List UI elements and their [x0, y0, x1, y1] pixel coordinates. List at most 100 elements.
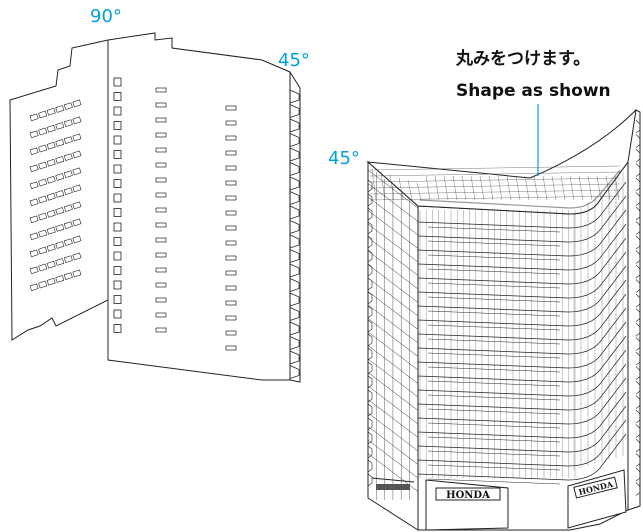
roof-grid-line — [587, 175, 593, 201]
left-flap-outline — [9, 39, 109, 341]
cutout-window-mark — [155, 297, 167, 303]
front-floor-band — [417, 405, 627, 453]
flap-window — [63, 255, 73, 264]
flap-window — [55, 190, 65, 198]
flap-window — [46, 226, 56, 235]
flap-window — [72, 167, 82, 176]
flap-window-strip — [29, 116, 82, 139]
cutout-fold-tab — [113, 309, 122, 319]
roof-grid-line — [389, 174, 395, 201]
flap-window — [29, 130, 39, 139]
right-edge-tab — [635, 424, 641, 438]
edge-tab — [289, 133, 300, 147]
left-edge-tab — [367, 179, 373, 193]
flap-window-strip — [29, 201, 82, 224]
front-window-line — [427, 254, 561, 261]
roof-grid-line — [452, 175, 458, 201]
left-base-strip — [376, 484, 410, 490]
front-floor-band — [417, 237, 627, 285]
edge-tab — [289, 350, 300, 365]
cutout-window-mark — [155, 87, 167, 93]
honda-sign-front: HONDA — [435, 487, 501, 501]
cutout-window-mark — [155, 207, 167, 213]
edge-tab — [289, 191, 300, 205]
right-edge-tab — [635, 119, 641, 134]
cutout-window-mark — [225, 330, 237, 336]
edge-tab — [289, 147, 300, 162]
front-floor-band — [417, 265, 627, 313]
roof-grid-line — [416, 182, 422, 201]
flap-window — [72, 116, 82, 125]
flap-window — [72, 252, 82, 261]
front-floor-band — [417, 279, 627, 327]
roof-grid-line — [515, 175, 521, 201]
flap-window — [46, 192, 56, 201]
flap-window — [46, 107, 56, 116]
roof-grid-line — [371, 169, 377, 201]
front-floor-band — [417, 195, 627, 243]
flap-window — [63, 102, 73, 111]
flap-window-strip — [29, 184, 82, 207]
front-window-line — [427, 268, 561, 275]
left-edge-tab — [367, 375, 373, 389]
right-edge-tab — [635, 293, 641, 308]
cutout-fold-tab — [113, 295, 122, 304]
flap-window — [38, 212, 48, 221]
roof-grid-line — [542, 175, 548, 201]
right-edge-tab — [635, 308, 641, 322]
flap-window-strip — [29, 235, 82, 258]
front-window-line — [427, 324, 561, 331]
cutout-window-mark — [225, 180, 237, 186]
roof-grid-line — [434, 175, 440, 201]
left-edge-tab — [367, 193, 373, 207]
front-window-line — [427, 408, 561, 415]
main-panel-outline — [107, 32, 291, 381]
flap-window — [72, 201, 82, 210]
cutout-window-mark — [225, 225, 237, 231]
front-floor-band — [417, 307, 627, 355]
flap-window — [29, 249, 39, 258]
flap-window — [55, 275, 65, 283]
flap-window — [55, 241, 65, 249]
front-window-line — [427, 366, 561, 373]
cutout-window-mark — [225, 300, 237, 306]
edge-tab — [289, 307, 300, 321]
right-edge-tab — [635, 163, 641, 177]
front-window-line — [427, 436, 561, 443]
edge-tab — [289, 292, 300, 307]
cutout-window-mark — [225, 210, 237, 216]
right-edge-tab — [635, 221, 641, 235]
flap-window — [72, 235, 82, 244]
front-window-line — [427, 422, 561, 429]
cutout-window-mark — [225, 255, 237, 261]
right-edge-tab — [635, 380, 641, 395]
cutout-window-mark — [155, 117, 167, 123]
left-edge-tab — [367, 221, 373, 235]
cutout-fold-tab — [113, 92, 122, 101]
cutout-fold-tab — [113, 222, 122, 232]
front-floor-band — [417, 349, 627, 397]
flap-window — [46, 124, 56, 133]
flap-window — [55, 156, 65, 164]
roof-grid-line — [461, 175, 467, 201]
roof-grid-line — [560, 175, 566, 201]
front-window-line — [427, 282, 561, 289]
front-floor-band — [417, 391, 627, 439]
cutout-window-mark — [155, 252, 167, 258]
right-edge-tab — [635, 206, 641, 221]
flap-window — [72, 133, 82, 142]
right-edge-tab — [635, 177, 641, 192]
cutout-fold-tab — [113, 193, 122, 203]
roof-grid-line — [533, 175, 539, 201]
left-edge-tab — [367, 291, 373, 305]
flap-window — [46, 260, 56, 269]
left-edge-tab — [367, 361, 373, 375]
flap-window — [38, 246, 48, 255]
flap-window — [63, 170, 73, 179]
left-edge-tab — [367, 207, 373, 221]
front-floor-band — [417, 181, 627, 229]
front-floor-band — [417, 363, 627, 411]
flap-window — [46, 141, 56, 150]
roof-grid-line — [551, 175, 557, 201]
edge-tab — [289, 220, 300, 234]
